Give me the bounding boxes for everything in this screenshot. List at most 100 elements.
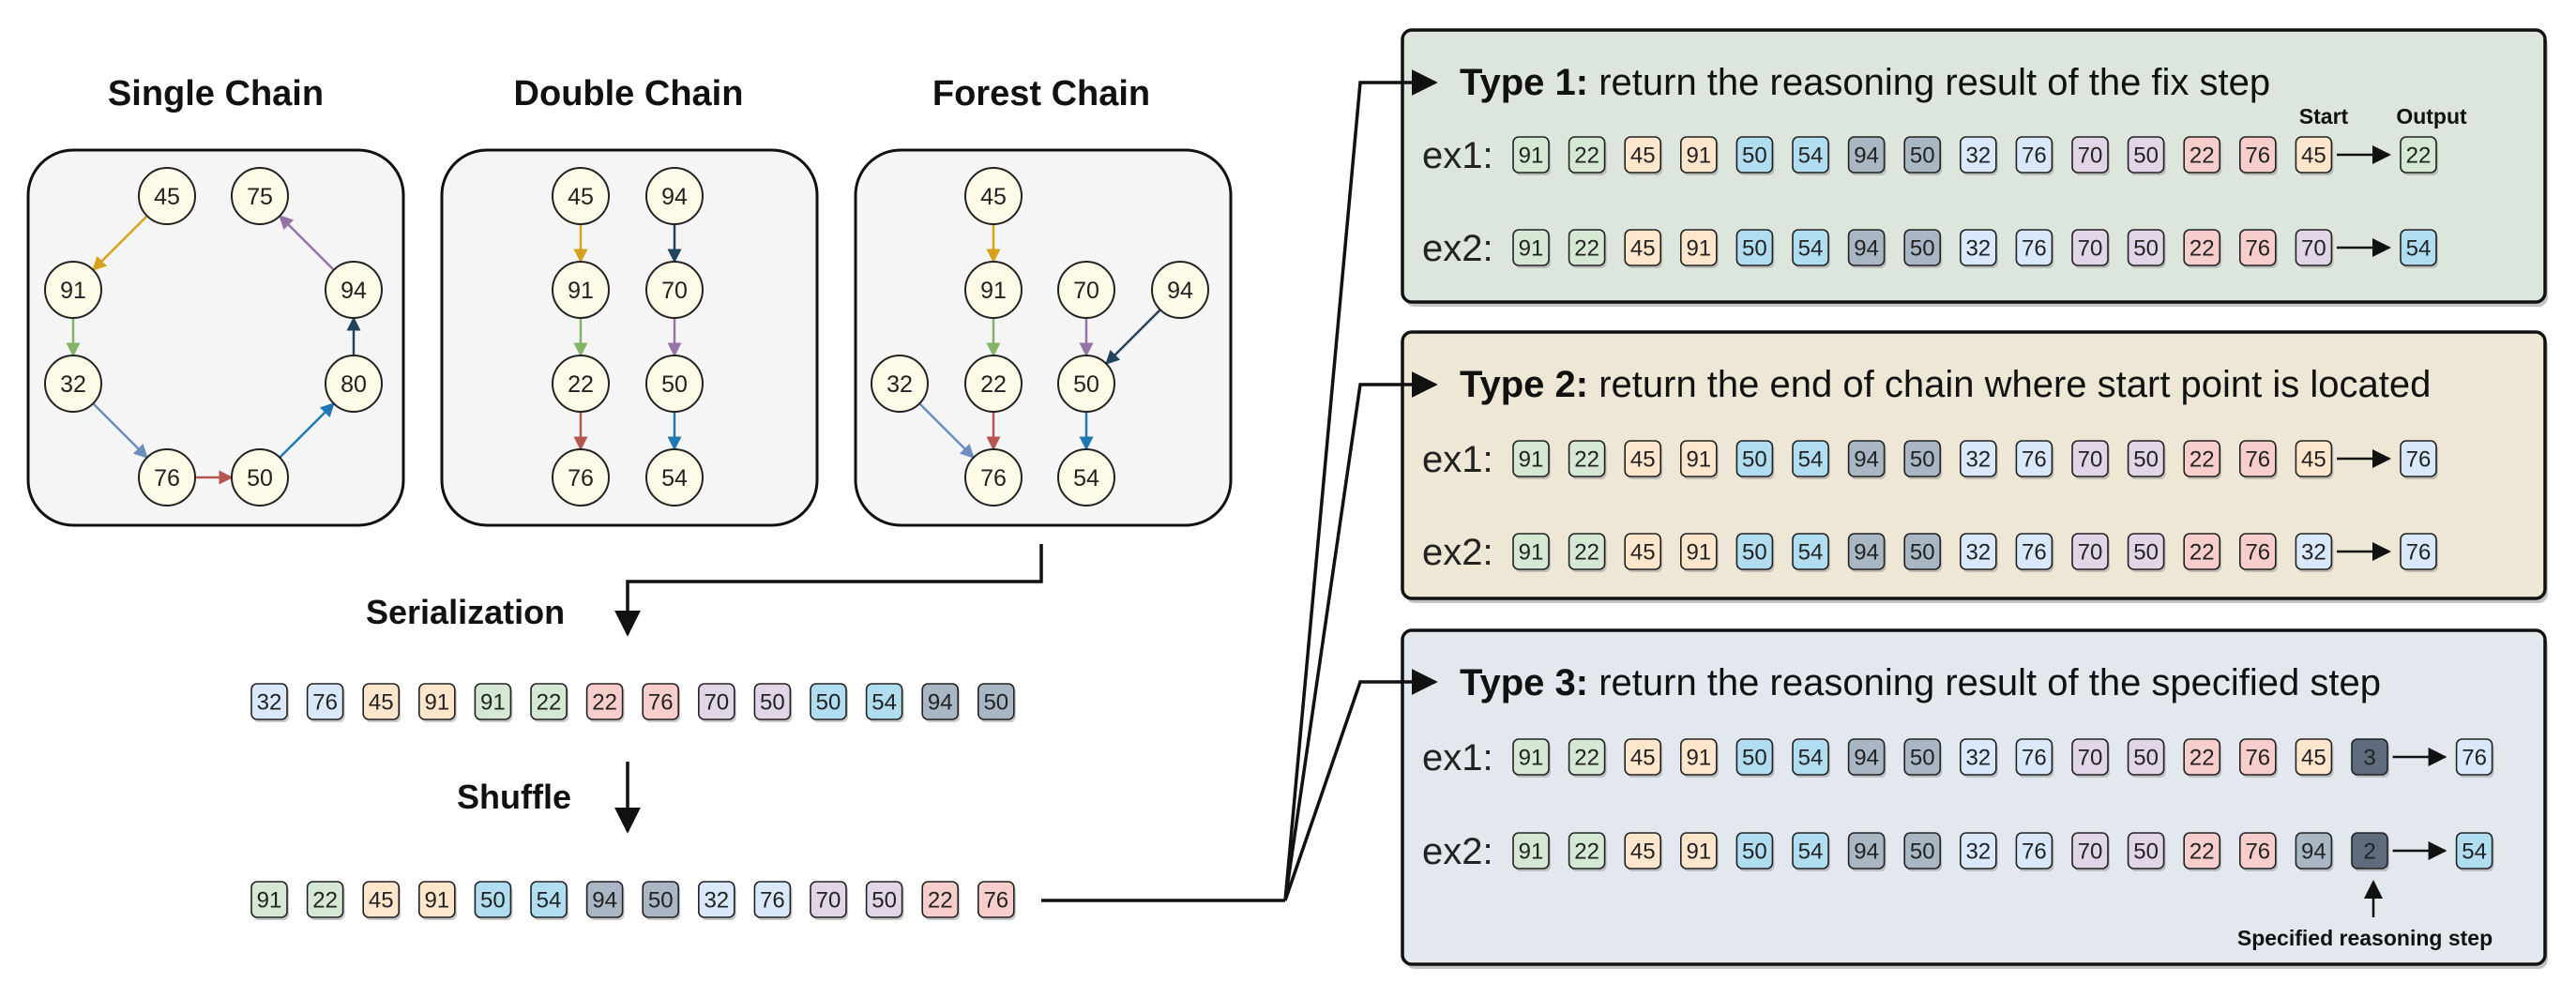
token: 91 [1512,229,1551,268]
token-value: 45 [1630,236,1656,262]
token-value: 76 [983,888,1008,914]
token: 45 [2295,440,2334,479]
token: 22 [1568,738,1607,778]
token-value: 45 [1630,540,1656,566]
token-value: 94 [1854,540,1879,566]
token: 76 [2239,533,2278,572]
token: 76 [2400,533,2438,572]
token: 54 [1792,229,1830,268]
token-value: 94 [1854,839,1879,865]
token-value: 70 [2078,447,2103,473]
token-value: 50 [1910,540,1935,566]
specified-step-label: Specified reasoning step [2237,926,2493,950]
token: 94 [1847,440,1887,479]
token-value: 91 [1519,236,1544,262]
token-value: 76 [2245,746,2270,771]
token: 32 [1960,738,1998,778]
token: 76 [2015,738,2054,778]
token: 50 [1735,229,1775,268]
token-value: 54 [2406,236,2432,262]
token-value: 50 [2133,746,2159,771]
serialization-arrow [614,544,1043,637]
token-value: 76 [2245,447,2270,473]
token: 50 [753,683,793,722]
token: 76 [977,881,1016,920]
token: 76 [2015,136,2054,175]
token: 45 [1624,533,1663,572]
token: 22 [2400,136,2438,175]
token: 45 [1624,832,1663,871]
token-value: 91 [424,690,449,716]
token-value: 50 [2133,540,2159,566]
token: 50 [1735,136,1775,175]
node-label: 91 [568,278,594,304]
token-value: 32 [2301,540,2326,566]
fanout-arrow-3 [1283,669,1438,901]
token: 50 [2127,440,2166,479]
token: 45 [2295,136,2334,175]
serialization-label: Serialization [366,593,565,631]
node-label: 54 [1073,465,1099,491]
type-title-rest: return the reasoning result of the speci… [1588,662,2381,703]
token: 22 [306,881,345,920]
token-value: 54 [1798,144,1824,169]
token-value: 32 [257,690,282,716]
token-value: 76 [2245,236,2270,262]
node-label: 22 [568,371,594,398]
chain-node: 94 [645,167,704,225]
token-value: 76 [2022,236,2047,262]
token: 91 [1680,738,1719,778]
token-value: 91 [1519,839,1544,865]
token: 91 [1680,440,1719,479]
token: 76 [642,683,681,722]
example-label: ex1: [1422,737,1493,779]
token: 94 [585,881,625,920]
node-label: 76 [568,465,594,491]
token-value: 50 [2133,144,2159,169]
token: 94 [1847,229,1887,268]
token-value: 54 [2462,839,2487,865]
token-value: 76 [2022,839,2047,865]
type-box-1: Type 1: return the reasoning result of t… [1401,28,2548,307]
token-value: 22 [2190,447,2215,473]
token-value: 45 [1630,839,1656,865]
token-value: 22 [1574,447,1599,473]
token: 50 [1903,533,1943,572]
token: 50 [474,881,513,920]
chain-node: 22 [964,355,1023,413]
token-value: 70 [2301,236,2326,262]
token: 70 [2071,738,2110,778]
token: 22 [530,683,568,722]
token: 54 [1792,440,1830,479]
token: 94 [1847,136,1887,175]
chain-node: 91 [964,261,1023,319]
token: 94 [1847,533,1887,572]
node-label: 94 [341,278,367,304]
chain-node: 54 [1057,448,1115,507]
token-value: 76 [2406,540,2432,566]
token-value: 22 [2190,746,2215,771]
token: 50 [1903,136,1943,175]
token-value: 54 [1798,447,1824,473]
token: 22 [1568,533,1607,572]
token: 54 [1792,533,1830,572]
token-value: 50 [2133,236,2159,262]
type-title-bold: Type 1: [1460,62,1588,103]
token: 70 [2071,832,2110,871]
token-value: 70 [816,888,841,914]
example-label: ex1: [1422,135,1493,176]
token: 76 [753,881,793,920]
token: 22 [1568,136,1607,175]
token-value: 76 [2022,447,2047,473]
token-value: 3 [2363,746,2375,771]
token-value: 50 [1910,839,1935,865]
token: 91 [1680,533,1719,572]
token-value: 45 [369,888,394,914]
token-value: 50 [2133,447,2159,473]
chain-node: 94 [325,261,383,319]
